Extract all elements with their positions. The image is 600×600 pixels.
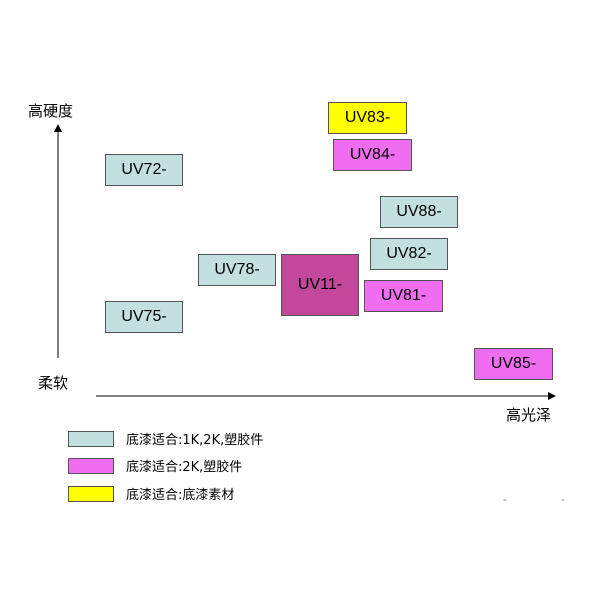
product-uv83: UV83- [328, 102, 407, 134]
x-axis-right-label: 高光泽 [506, 406, 552, 424]
legend-text-pink: 底漆适合:2K,塑胶件 [126, 460, 243, 475]
decorative-dot: - [503, 495, 507, 506]
product-uv88: UV88- [380, 196, 458, 228]
legend-text-yellow: 底漆适合:底漆素材 [126, 488, 235, 503]
legend-swatch-pink [68, 457, 114, 474]
legend-item-teal: 底漆适合:1K,2K,塑胶件 [68, 429, 263, 448]
product-uv82: UV82- [370, 238, 448, 270]
y-axis-bottom-label: 柔软 [38, 374, 69, 392]
product-uv78: UV78- [198, 254, 276, 286]
product-uv75: UV75- [105, 301, 183, 333]
product-uv85: UV85- [474, 348, 553, 380]
legend-item-pink: 底漆适合:2K,塑胶件 [68, 456, 242, 475]
y-axis-top-label: 高硬度 [28, 102, 74, 120]
product-uv84: UV84- [333, 139, 412, 171]
product-uv81: UV81- [364, 280, 443, 312]
product-uv72: UV72- [105, 154, 183, 186]
product-uv11: UV11- [281, 254, 359, 316]
legend-swatch-teal [68, 430, 114, 447]
legend-item-yellow: 底漆适合:底漆素材 [68, 484, 234, 503]
legend-text-teal: 底漆适合:1K,2K,塑胶件 [126, 433, 264, 448]
decorative-dot: - [561, 495, 565, 506]
legend-swatch-yellow [68, 485, 114, 502]
